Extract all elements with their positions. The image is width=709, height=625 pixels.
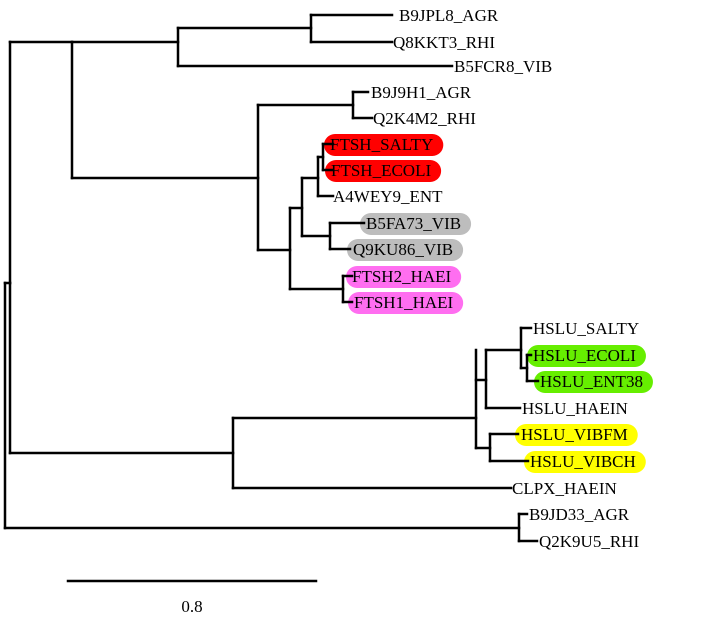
tip-label: B9J9H1_AGR — [371, 83, 472, 102]
tip-label: HSLU_ECOLI — [533, 346, 636, 365]
tip-labels: B9JPL8_AGR Q8KKT3_RHI B5FCR8_VIB B9J9H1_AGR… — [330, 6, 643, 551]
scale-bar-label: 0.8 — [181, 597, 202, 616]
tip-label: CLPX_HAEIN — [512, 479, 617, 498]
tip-label: B5FA73_VIB — [366, 214, 461, 233]
tip-highlight — [325, 160, 442, 182]
tip-highlight — [348, 292, 464, 314]
tip-label: B9JPL8_AGR — [399, 6, 499, 25]
tip-label: HSLU_SALTY — [533, 319, 639, 338]
tip-label: HSLU_ENT38 — [540, 372, 643, 391]
tree-branches — [3, 13, 540, 543]
tip-label: B9JD33_AGR — [529, 505, 630, 524]
tip-label: Q2K4M2_RHI — [373, 109, 476, 128]
tip-label: Q8KKT3_RHI — [393, 33, 495, 52]
tip-label: FTSH1_HAEI — [354, 293, 454, 312]
tip-label: FTSH2_HAEI — [352, 267, 452, 286]
tip-label: FTSH_ECOLI — [331, 161, 431, 180]
tip-label: B5FCR8_VIB — [454, 57, 552, 76]
tip-highlight — [324, 134, 444, 156]
tip-highlight — [346, 266, 462, 288]
tip-label: HSLU_HAEIN — [522, 399, 628, 418]
tip-highlight — [347, 239, 464, 261]
tip-highlight — [524, 451, 646, 473]
tip-highlight — [360, 213, 472, 235]
tip-label: FTSH_SALTY — [330, 135, 433, 154]
tip-label: HSLU_VIBCH — [530, 452, 636, 471]
scale-bar: 0.8 — [66, 579, 318, 616]
tip-label: HSLU_VIBFM — [521, 425, 628, 444]
tip-label: Q9KU86_VIB — [353, 240, 453, 259]
tip-highlights — [324, 134, 653, 473]
tip-highlight — [534, 371, 653, 393]
tip-label: Q2K9U5_RHI — [539, 532, 639, 551]
tip-highlight — [515, 424, 638, 446]
tip-highlight — [527, 345, 646, 367]
tip-label: A4WEY9_ENT — [333, 187, 443, 206]
